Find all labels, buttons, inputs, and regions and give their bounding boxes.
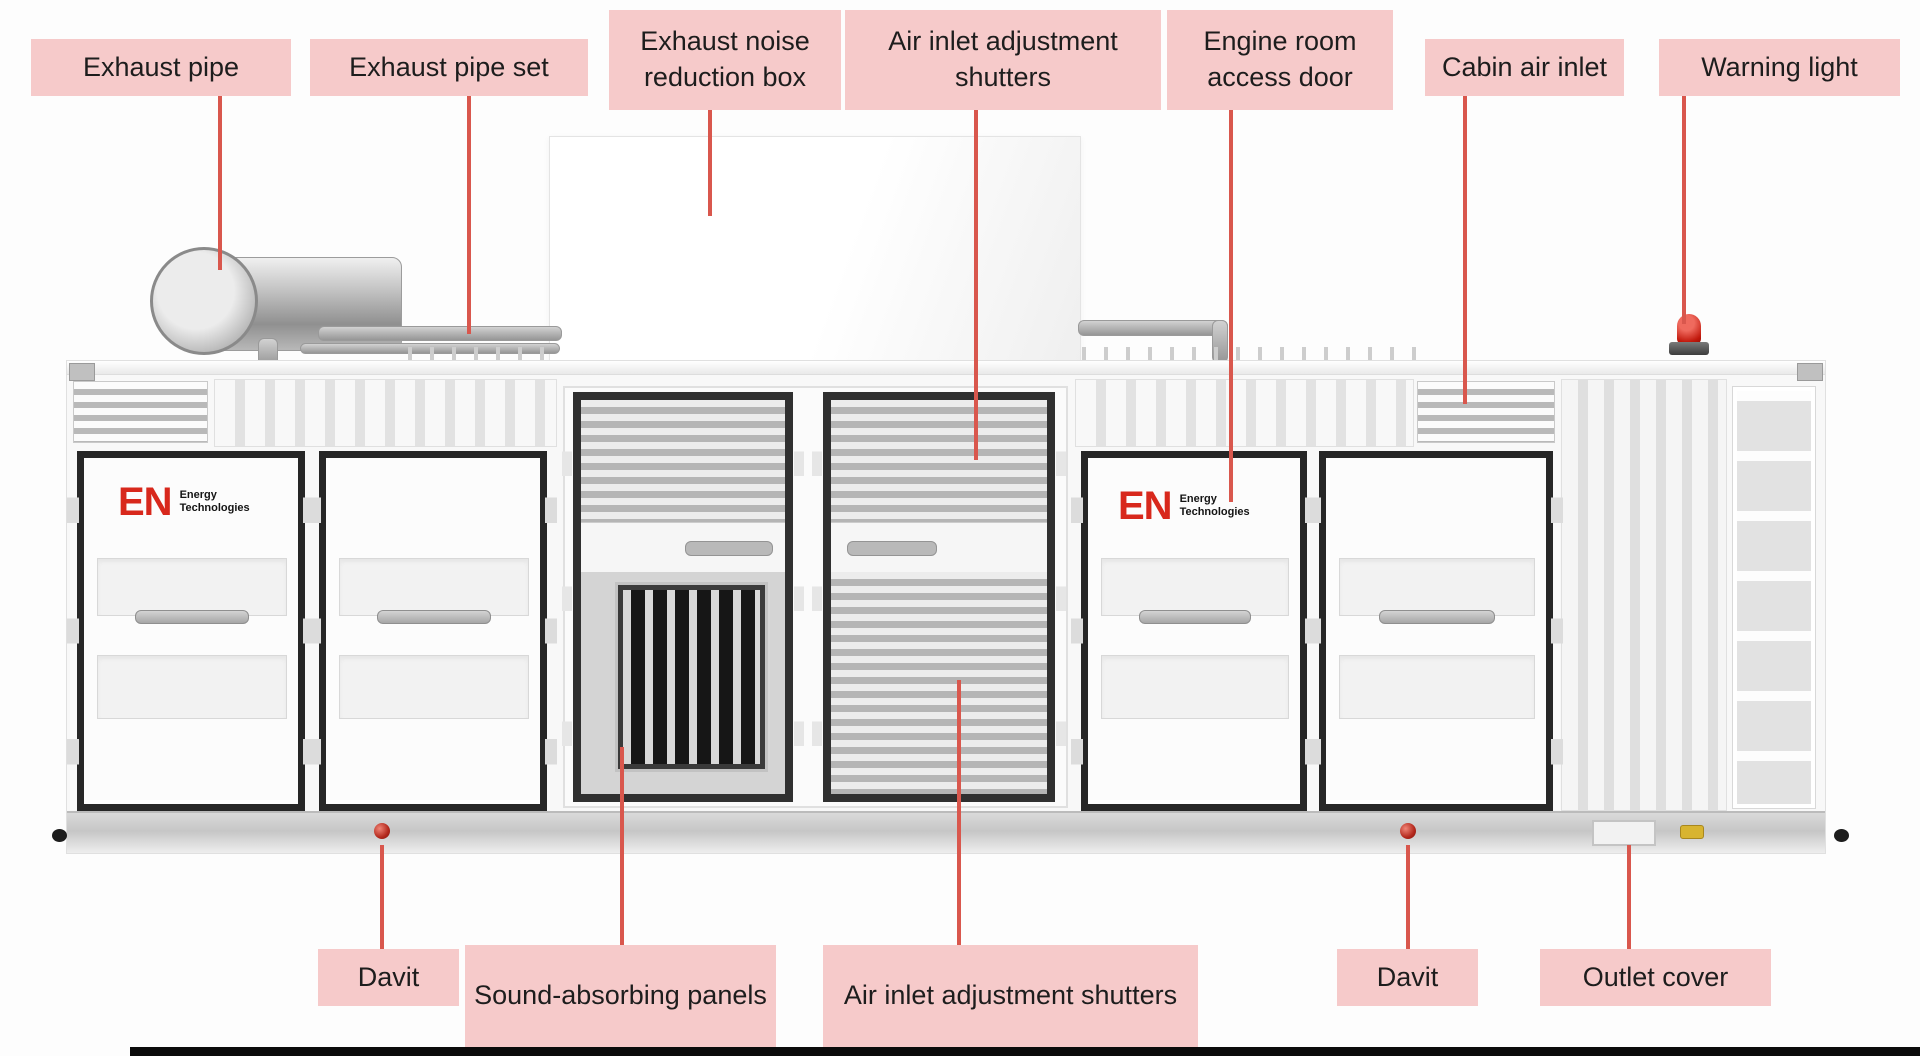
leader-line <box>1627 845 1631 949</box>
door-recess-panel <box>1100 558 1290 616</box>
container-shell: EN Energy Technologies <box>67 361 1825 853</box>
door-recess-panel <box>1339 655 1535 720</box>
door-handle <box>377 610 491 625</box>
door-handle <box>135 610 249 625</box>
corrugated-strip-right <box>1075 379 1414 447</box>
leader-line <box>380 845 384 949</box>
door-recess-panel <box>96 655 288 720</box>
exhaust-noise-reduction-box <box>549 136 1081 368</box>
door-recess-panel <box>1339 558 1535 616</box>
label-cabin-air-inlet: Cabin air inlet <box>1425 39 1624 96</box>
leader-line <box>467 96 471 334</box>
en-logo-line1: Energy <box>1179 493 1217 506</box>
air-inlet-louvers-bottom <box>831 572 1047 794</box>
en-logo-line2: Technologies <box>1179 506 1250 518</box>
door-handle <box>1378 610 1496 625</box>
leader-line <box>1229 110 1233 502</box>
lash-point-right <box>1834 829 1849 842</box>
en-logo-text: Energy Technologies <box>1180 493 1250 518</box>
label-exhaust-noise-reduction-box: Exhaust noise reduction box <box>609 10 841 110</box>
davit-anchor-right <box>1400 823 1416 839</box>
bottom-edge-bar <box>130 1047 1920 1056</box>
lash-point-left <box>52 829 67 842</box>
leader-line <box>1463 96 1467 404</box>
sound-absorbing-shutter-door <box>562 392 804 802</box>
exhaust-silencer-end-cap <box>150 247 258 355</box>
exhaust-pipe-run-right <box>1078 320 1228 336</box>
en-logo: EN Energy Technologies <box>1118 484 1250 528</box>
engine-room-door-right-1: EN Energy Technologies <box>1071 451 1317 811</box>
label-sound-absorbing-panels: Sound-absorbing panels <box>465 945 776 1047</box>
label-air-inlet-shutters-bottom: Air inlet adjustment shutters <box>823 945 1198 1047</box>
door-recess-panel <box>1100 655 1290 720</box>
door-recess-panel <box>338 558 530 616</box>
label-outlet-cover: Outlet cover <box>1540 949 1771 1006</box>
davit-anchor-left <box>374 823 390 839</box>
en-logo-line2: Technologies <box>179 502 250 514</box>
roof-tie-downs-left <box>408 347 548 361</box>
en-logo: EN Energy Technologies <box>118 480 250 524</box>
outlet-plug <box>1680 825 1704 839</box>
corner-casting-left <box>69 363 95 381</box>
exhaust-pipe-run-left <box>318 326 562 341</box>
label-exhaust-pipe-set: Exhaust pipe set <box>310 39 588 96</box>
shutter-handle-band <box>581 522 785 574</box>
en-logo-abbr: EN <box>118 480 173 524</box>
shutter-handle <box>685 541 773 556</box>
warning-light-beacon <box>1677 314 1701 344</box>
warning-light-base <box>1669 342 1709 355</box>
leader-line <box>620 747 624 945</box>
door-recess-panel <box>96 558 288 616</box>
leader-line <box>957 680 961 945</box>
engine-room-door-right-2 <box>1309 451 1563 811</box>
cabin-air-inlet-louver <box>1417 381 1555 443</box>
engine-room-door-left-1: EN Energy Technologies <box>67 451 315 811</box>
air-inlet-louvers-top <box>831 400 1047 522</box>
label-exhaust-pipe: Exhaust pipe <box>31 39 291 96</box>
leader-line <box>1682 96 1686 324</box>
leader-line <box>974 110 978 460</box>
corrugated-strip-left <box>214 379 557 447</box>
door-handle <box>1138 610 1252 625</box>
container-base-rail <box>67 811 1825 853</box>
label-air-inlet-shutters-top: Air inlet adjustment shutters <box>845 10 1161 110</box>
outlet-cover <box>1592 820 1656 846</box>
leader-line <box>1406 845 1410 949</box>
leader-line <box>218 96 222 270</box>
en-logo-text: Energy Technologies <box>180 489 250 514</box>
label-davit-left: Davit <box>318 949 459 1006</box>
corner-casting-right <box>1797 363 1823 381</box>
door-recess-panel <box>338 655 530 720</box>
corrugated-end-panel <box>1561 379 1727 811</box>
label-engine-room-access-door: Engine room access door <box>1167 10 1393 110</box>
label-warning-light: Warning light <box>1659 39 1900 96</box>
shutter-louvers-top <box>581 400 785 522</box>
roof-rim <box>67 361 1825 375</box>
roof-louver-left <box>73 381 208 443</box>
en-logo-abbr: EN <box>1118 484 1173 528</box>
sound-absorbing-grille <box>618 585 765 769</box>
engine-room-door-left-2 <box>309 451 557 811</box>
en-logo-line1: Energy <box>179 489 217 502</box>
air-inlet-adjustment-shutter-door <box>812 392 1066 802</box>
shutter-handle <box>847 541 937 556</box>
label-davit-right: Davit <box>1337 949 1478 1006</box>
leader-line <box>708 110 712 216</box>
shutter-handle-band <box>831 522 1047 574</box>
end-ladder <box>1733 387 1815 808</box>
roof-tie-downs-right <box>1082 347 1417 361</box>
